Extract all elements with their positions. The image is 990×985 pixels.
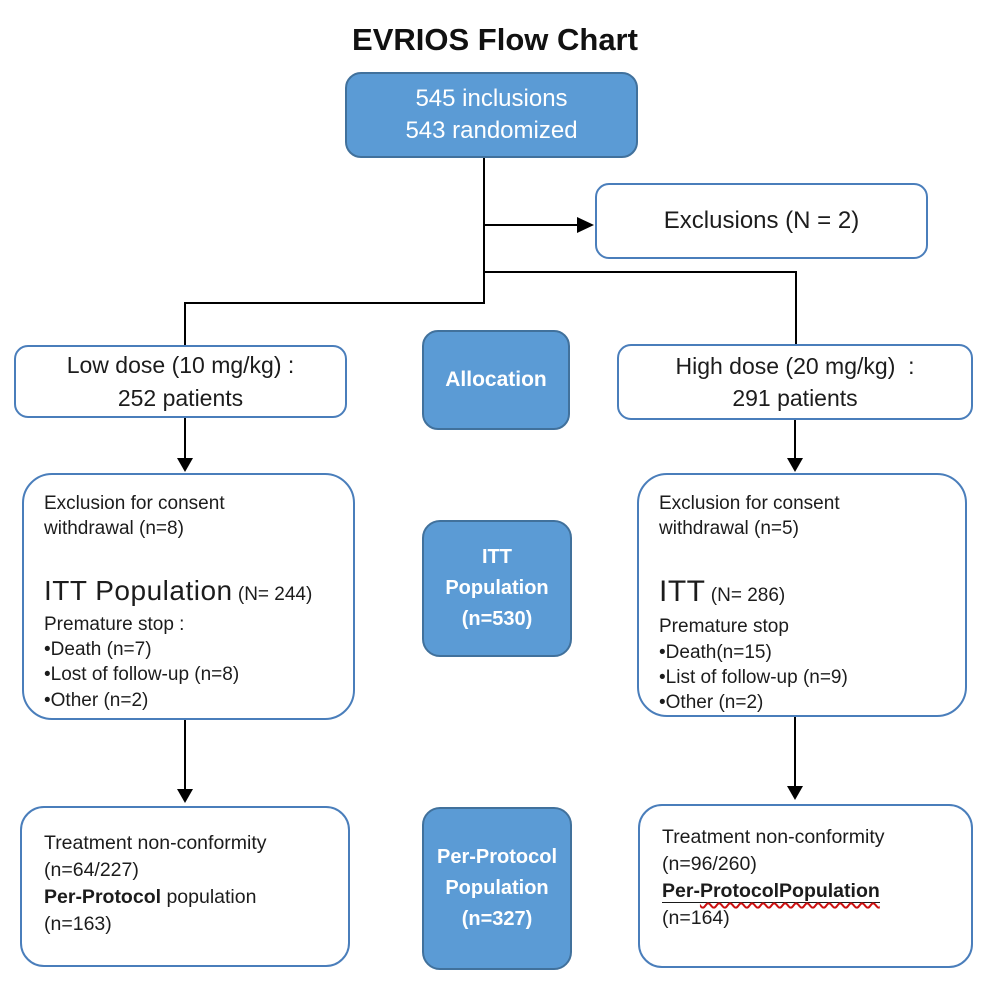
itt-right-exclusion-text: Exclusion for consent withdrawal (n=5): [659, 493, 845, 540]
pp-left-population-bold: Per-Protocol: [44, 885, 162, 908]
pp-right-population-underlined: Per-ProtocolPopulation: [662, 879, 880, 903]
connector-highdose-to-itt-line: [794, 420, 796, 459]
pp-left-population-rest: population: [161, 885, 257, 908]
low-dose-label: Low dose (10 mg/kg) :: [66, 352, 295, 379]
connector-exclusions-line: [483, 224, 578, 226]
exclusions-label: Exclusions (N = 2): [663, 206, 860, 234]
itt-right-premature-label: Premature stop: [659, 616, 789, 638]
low-dose-box: Low dose (10 mg/kg) : 252 patients: [14, 345, 347, 418]
connector-randomized-stem: [483, 158, 485, 304]
connector-right-branch-vertical: [795, 271, 797, 344]
itt-left-bullet-followup: •Lost of follow-up (n=8): [44, 664, 240, 686]
high-dose-count: 291 patients: [732, 385, 858, 411]
connector-left-branch-horizontal: [184, 302, 485, 304]
pp-right-nonconformity-n: (n=96/260): [662, 852, 757, 875]
randomized-box: 545 inclusions 543 randomized: [345, 72, 638, 158]
pp-stage-line1: Per-Protocol: [436, 846, 558, 868]
pp-right-population-misspelled: ProtocolPopulation: [699, 879, 880, 902]
pp-left-box: Treatment non-conformity (n=64/227) Per-…: [20, 806, 350, 967]
itt-right-population-n: (N= 286): [705, 584, 786, 606]
inclusions-count: 545 inclusions: [415, 84, 568, 112]
high-dose-label: High dose (20 mg/kg) :: [675, 352, 915, 379]
exclusions-box: Exclusions (N = 2): [595, 183, 928, 259]
low-dose-count: 252 patients: [117, 384, 244, 411]
itt-right-bullet-death: •Death(n=15): [659, 641, 772, 663]
exclusions-arrowhead-icon: [577, 217, 594, 233]
itt-left-box: Exclusion for consent withdrawal (n=8) I…: [22, 473, 355, 720]
itt-right-bullet-other: •Other (n=2): [659, 692, 764, 714]
highdose-to-itt-arrowhead-icon: [787, 458, 803, 472]
high-dose-box: High dose (20 mg/kg) : 291 patients: [617, 344, 973, 420]
leftitt-to-pp-arrowhead-icon: [177, 789, 193, 803]
pp-right-population-line: Per-ProtocolPopulation: [662, 878, 880, 905]
connector-leftitt-to-pp-line: [184, 720, 186, 790]
allocation-label: Allocation: [445, 368, 547, 392]
pp-left-nonconformity-n: (n=64/227): [44, 858, 139, 881]
itt-right-population-title: ITT: [659, 574, 706, 608]
itt-left-population-title: ITT Population: [44, 574, 233, 606]
allocation-stage-box: Allocation: [422, 330, 570, 430]
itt-left-population-n: (N= 244): [232, 583, 313, 605]
randomized-count: 543 randomized: [405, 117, 578, 144]
itt-right-population-line: ITT (N= 286): [659, 572, 785, 612]
connector-left-branch-vertical: [184, 302, 186, 345]
pp-stage-box: Per-Protocol Population (n=327): [422, 807, 572, 970]
page-title: EVRIOS Flow Chart: [352, 22, 638, 57]
itt-stage-count: (n=530): [461, 608, 533, 630]
pp-stage-count: (n=327): [461, 908, 533, 930]
pp-right-population-prefix: Per-: [662, 879, 700, 902]
itt-left-exclusion-text: Exclusion for consent withdrawal (n=8): [44, 493, 230, 540]
pp-left-count: (n=163): [44, 912, 112, 935]
itt-stage-line2: Population: [445, 577, 549, 599]
pp-right-box: Treatment non-conformity (n=96/260) Per-…: [638, 804, 973, 968]
pp-right-count: (n=164): [662, 906, 730, 929]
itt-right-box: Exclusion for consent withdrawal (n=5) I…: [637, 473, 967, 717]
rightitt-to-pp-arrowhead-icon: [787, 786, 803, 800]
pp-left-nonconformity: Treatment non-conformity: [44, 832, 267, 854]
pp-stage-line2: Population: [445, 877, 549, 899]
itt-left-bullet-other: •Other (n=2): [44, 689, 149, 711]
connector-right-branch-horizontal: [483, 271, 797, 273]
pp-left-population-line: Per-Protocol population: [44, 884, 256, 911]
itt-right-bullet-followup: •List of follow-up (n=9): [659, 666, 848, 688]
lowdose-to-itt-arrowhead-icon: [177, 458, 193, 472]
itt-left-premature-label: Premature stop :: [44, 613, 185, 635]
itt-stage-box: ITT Population (n=530): [422, 520, 572, 657]
connector-lowdose-to-itt-line: [184, 418, 186, 459]
pp-right-nonconformity: Treatment non-conformity: [662, 826, 885, 848]
connector-rightitt-to-pp-line: [794, 717, 796, 787]
itt-left-bullet-death: •Death (n=7): [44, 639, 152, 661]
itt-stage-line1: ITT: [482, 546, 512, 568]
itt-left-population-line: ITT Population (N= 244): [44, 572, 312, 609]
